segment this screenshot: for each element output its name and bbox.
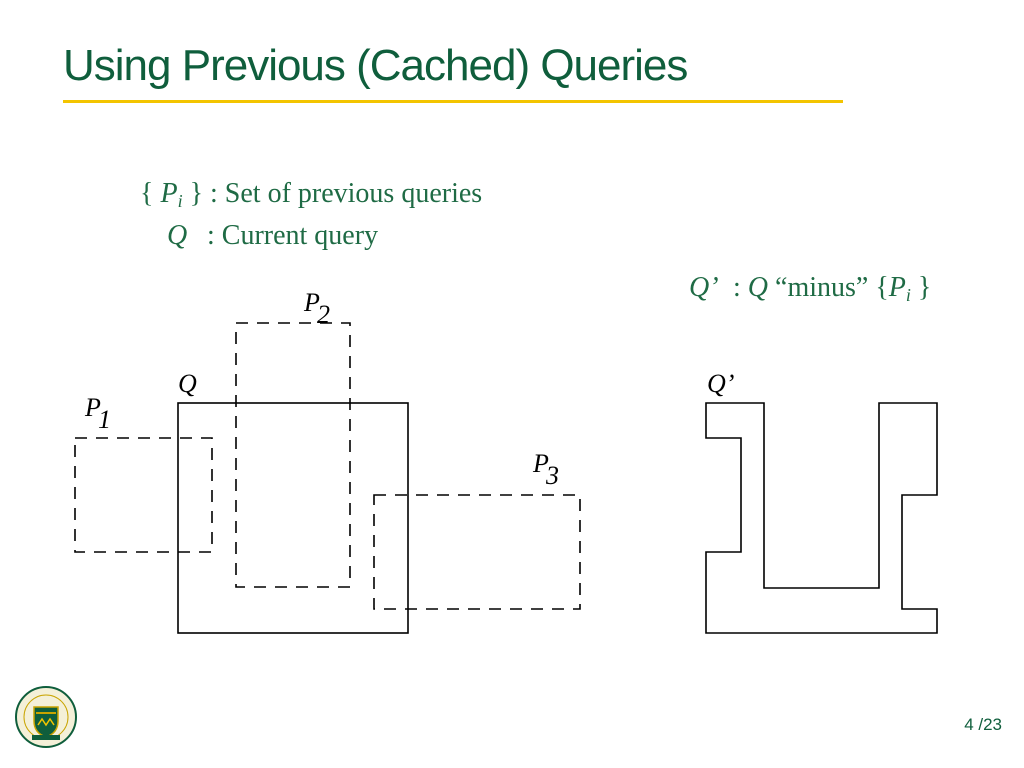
label-p3: P	[532, 449, 549, 478]
right-figure: Q’	[705, 369, 938, 634]
symbol-p: P	[160, 178, 178, 209]
symbol-p: P	[888, 272, 906, 303]
label-p1-sub: 1	[98, 405, 111, 434]
symbol-q: Q	[747, 272, 769, 303]
definition-text: } : Set of previous queries	[189, 178, 483, 209]
label-p2-sub: 2	[317, 300, 330, 329]
subscript-i: i	[177, 191, 183, 211]
title-underline	[63, 100, 843, 103]
query-p2-rect	[235, 322, 351, 588]
label-p2: P	[303, 288, 320, 317]
definition-previous-queries: { Pi } : Set of previous queries	[140, 178, 483, 211]
query-p1-rect	[74, 437, 213, 553]
label-p1: P	[84, 393, 101, 422]
symbol-q: Q	[167, 220, 188, 251]
separator: :	[733, 272, 741, 303]
query-q-prime-shape	[705, 402, 938, 634]
label-q-prime: Q’	[707, 369, 734, 398]
label-p3-sub: 3	[545, 461, 559, 490]
definition-current-query: Q : Current query	[167, 222, 378, 250]
slide-title: Using Previous (Cached) Queries	[63, 41, 688, 90]
university-crest-logo	[15, 686, 77, 748]
definition-text: : Current query	[207, 220, 379, 251]
label-q: Q	[178, 369, 197, 398]
left-figure: Q P 1 P 2 P 3	[74, 288, 581, 634]
minus-text: “minus” {	[775, 272, 889, 303]
brace-close: }	[917, 272, 932, 303]
symbol-q-prime: Q’	[689, 272, 719, 303]
brace-open: {	[140, 178, 154, 209]
subscript-i: i	[905, 285, 911, 305]
query-q-rect	[177, 402, 409, 634]
definition-q-prime: Q’: Q “minus” {Pi }	[689, 272, 932, 305]
page-number: 4 /23	[964, 715, 1002, 734]
query-p3-rect	[373, 494, 581, 610]
